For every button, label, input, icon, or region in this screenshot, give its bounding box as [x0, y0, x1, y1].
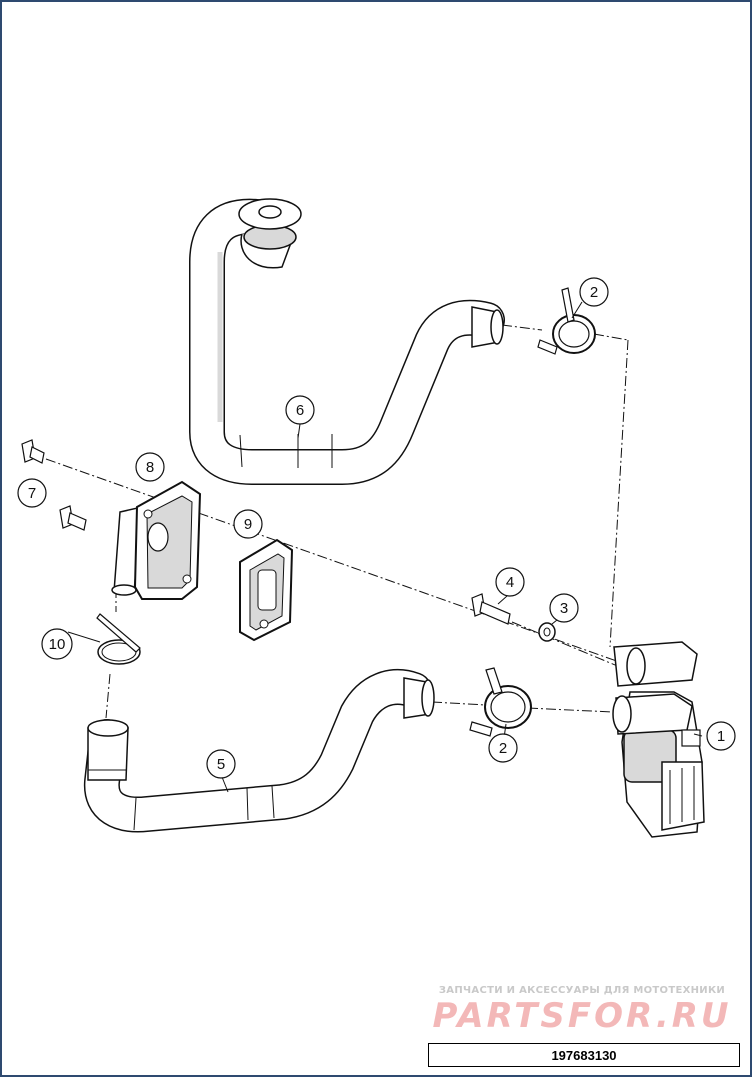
svg-text:8: 8 [146, 459, 154, 476]
callout-8: 8 [135, 452, 165, 482]
valve-washer [538, 622, 556, 642]
callout-10: 10 [41, 628, 73, 660]
svg-text:4: 4 [506, 574, 514, 591]
watermark-logo: PARTSFOR.RU [432, 996, 732, 1036]
callout-1: 1 [706, 721, 736, 751]
callout-7: 7 [17, 478, 47, 508]
callout-2-lower: 2 [488, 733, 518, 763]
callout-4: 4 [495, 567, 525, 597]
svg-text:1: 1 [717, 728, 725, 745]
watermark-tagline: ЗАПЧАСТИ И АКСЕССУАРЫ ДЛЯ МОТОТЕХНИКИ [438, 985, 726, 996]
filter-housing [111, 480, 202, 600]
document-number: 197683130 [551, 1047, 617, 1063]
cable-tie [96, 613, 141, 665]
svg-text:2: 2 [590, 284, 598, 301]
filter-cover [239, 538, 294, 642]
svg-text:2: 2 [499, 740, 507, 757]
callout-3: 3 [549, 593, 579, 623]
document-number-box: 197683130 [428, 1043, 740, 1067]
svg-text:5: 5 [217, 756, 225, 773]
valve-screw [471, 593, 511, 625]
watermark: ЗАПЧАСТИ И АКСЕССУАРЫ ДЛЯ МОТОТЕХНИКИ PA… [432, 985, 732, 1036]
svg-text:10: 10 [49, 636, 66, 653]
callout-9: 9 [233, 509, 263, 539]
lower-hose-clamp [469, 667, 532, 737]
callout-2-upper: 2 [579, 277, 609, 307]
upper-hose [189, 198, 505, 485]
svg-text:9: 9 [244, 516, 252, 533]
upper-hose-clamp [537, 287, 596, 355]
lower-hose [83, 669, 435, 833]
svg-text:6: 6 [296, 402, 304, 419]
valve-assembly [612, 641, 705, 838]
svg-text:7: 7 [28, 485, 36, 502]
housing-screws [21, 439, 87, 531]
callout-6: 6 [285, 395, 315, 425]
callout-5: 5 [206, 749, 236, 779]
svg-text:3: 3 [560, 600, 568, 617]
